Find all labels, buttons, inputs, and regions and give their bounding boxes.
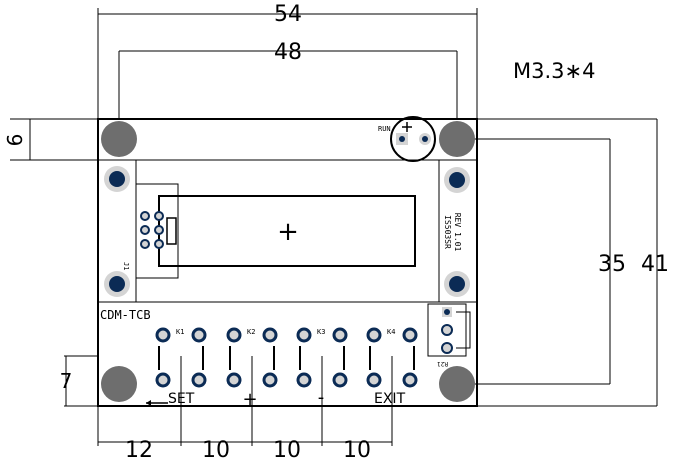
j1-pads: [140, 211, 164, 249]
button-label-minus: -: [318, 387, 325, 408]
board-outline: [97, 118, 478, 407]
r21-pad-square-hole: [444, 309, 450, 315]
dim-6-label: 6: [3, 134, 27, 147]
button-label-set: SET: [168, 391, 195, 407]
dim-7-label: 7: [60, 369, 73, 393]
mounting-hole-bottom-left: [101, 366, 137, 402]
run-led-outline: [390, 116, 436, 162]
lcd-center-mark: +: [277, 217, 299, 247]
mounting-hole-bottom-right: [439, 366, 475, 402]
r21-pad-bottom: [441, 342, 453, 354]
set-arrowhead-icon: [146, 400, 151, 406]
button-k2: [226, 327, 278, 388]
screw-spec-label: M3.3∗4: [513, 59, 595, 83]
dim-bottom-12-label: 12: [125, 438, 153, 463]
lcd-left-strip: [97, 159, 137, 303]
dim-35-label: 35: [598, 252, 626, 277]
r21-bracket: [456, 311, 471, 349]
button-k4: [366, 327, 418, 388]
dim-bottom-10c-label: 10: [343, 438, 371, 463]
run-label: RUN: [378, 125, 391, 133]
dim-54-label: 54: [274, 2, 302, 27]
board-name: CDM-TCB: [100, 308, 151, 322]
lcd-mount-hole-bl: [109, 276, 125, 292]
button-k3: [296, 327, 348, 388]
lcd-right-strip: [438, 159, 478, 303]
key-label-k2: K2: [247, 328, 255, 336]
lcd-mount-hole-tl: [109, 171, 125, 187]
button-label-exit: EXIT: [374, 391, 406, 407]
r21-outline: [427, 303, 467, 357]
lcd-rev-label: REV 1.01: [453, 213, 462, 252]
key-label-k1: K1: [176, 328, 184, 336]
r21-pad-mid: [441, 324, 453, 336]
r21-label: R21: [437, 360, 448, 367]
lcd-mount-hole-tr: [449, 172, 465, 188]
mounting-hole-top-left: [101, 121, 137, 157]
key-label-k3: K3: [317, 328, 325, 336]
button-label-plus: +: [242, 389, 257, 410]
run-led-pad-round-hole: [422, 136, 428, 142]
dim-bottom-10a-label: 10: [202, 438, 230, 463]
key-label-k4: K4: [387, 328, 395, 336]
lcd-part-label: IS503SR: [443, 215, 452, 249]
dim-bottom-10b-label: 10: [273, 438, 301, 463]
dim-48-label: 48: [274, 40, 302, 65]
button-k1: [155, 327, 207, 388]
lcd-mount-hole-br: [449, 276, 465, 292]
j1-latch: [166, 217, 177, 245]
j1-outline: [136, 183, 179, 279]
j1-label: J1: [122, 262, 130, 270]
run-led-pad-square-hole: [399, 136, 405, 142]
mounting-hole-top-right: [439, 121, 475, 157]
dim-41-label: 41: [641, 252, 669, 277]
